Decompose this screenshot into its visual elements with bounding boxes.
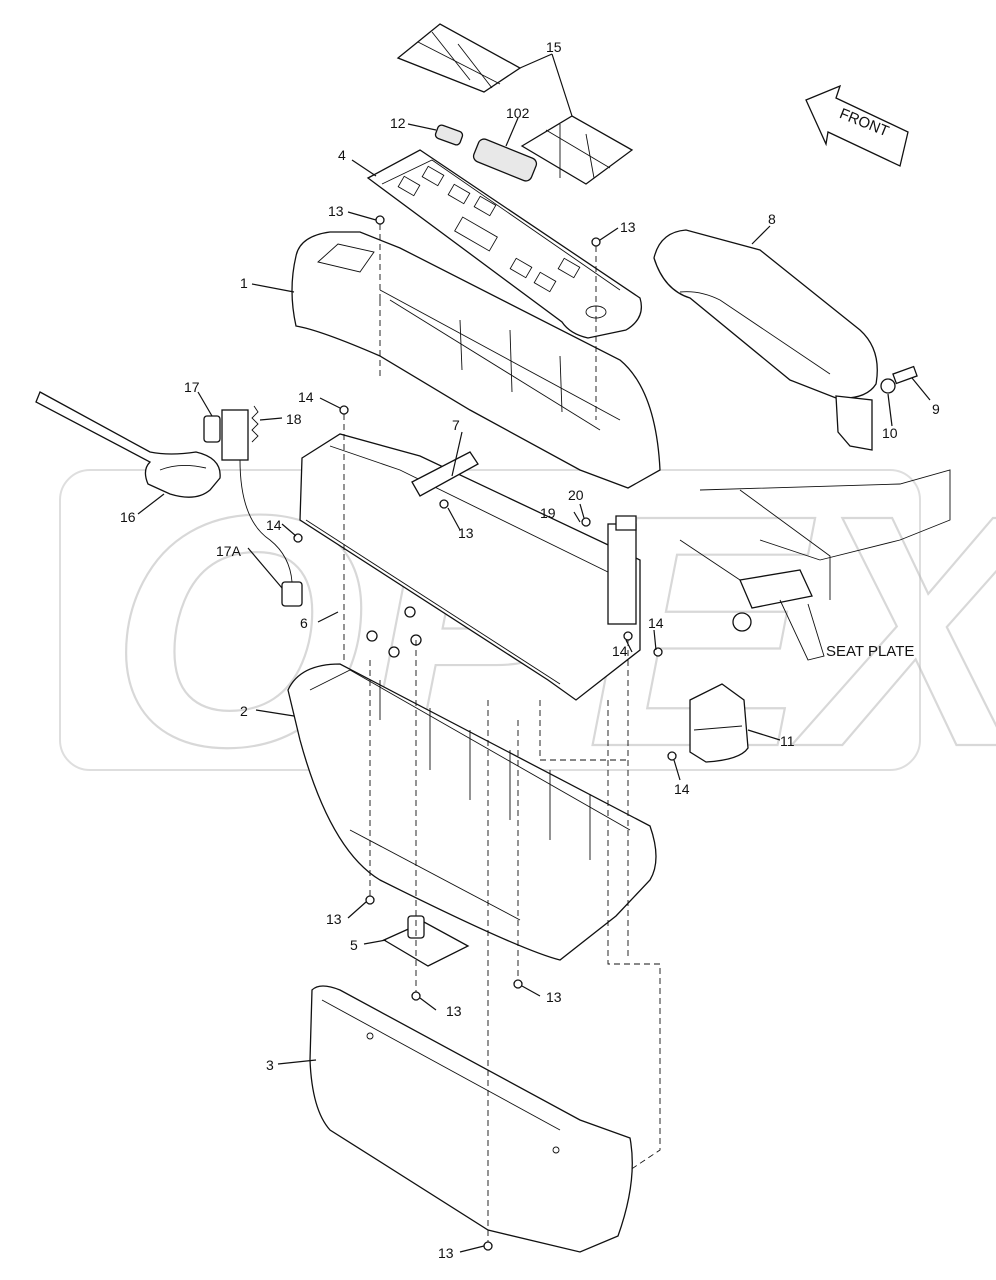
part-4-top-panel <box>366 149 643 339</box>
part-12-switch-cap <box>434 124 464 146</box>
leader-lines <box>137 53 931 1253</box>
callout-13-top-right: 13 <box>620 219 636 235</box>
callout-20: 20 <box>568 487 584 503</box>
part-3-bottom-cover <box>309 985 633 1253</box>
callout-9: 9 <box>932 401 940 417</box>
callout-labels: 15 12 102 4 13 13 1 8 9 10 17 18 14 7 16… <box>120 39 940 1261</box>
callout-7: 7 <box>452 417 460 433</box>
callout-12: 12 <box>390 115 406 131</box>
callout-13-bottom: 13 <box>438 1245 454 1261</box>
callout-102: 102 <box>506 105 530 121</box>
callout-13-top-left: 13 <box>328 203 344 219</box>
callout-13-grommet: 13 <box>446 1003 462 1019</box>
part-2-lower-housing <box>287 663 657 961</box>
part-post <box>607 515 637 625</box>
part-15-keypad-cover-right <box>520 115 634 185</box>
part-11-cover <box>689 683 749 763</box>
callout-14-right-upper: 14 <box>648 615 664 631</box>
part-16-lever <box>35 391 221 498</box>
part-18-spring <box>251 405 259 443</box>
callout-3: 3 <box>266 1057 274 1073</box>
callout-14-left: 14 <box>266 517 282 533</box>
part-6-bracket <box>299 433 641 701</box>
part-9-bolt <box>892 365 918 385</box>
callout-6: 6 <box>300 615 308 631</box>
callout-14-upper: 14 <box>298 389 314 405</box>
callout-14-right-lower: 14 <box>612 643 628 659</box>
callout-13-middle: 13 <box>458 525 474 541</box>
callout-15: 15 <box>546 39 562 55</box>
callout-13-lower-right: 13 <box>546 989 562 1005</box>
assembly-lines <box>343 224 661 1242</box>
callout-10: 10 <box>882 425 898 441</box>
part-7-plate <box>411 451 479 497</box>
callout-1: 1 <box>240 275 248 291</box>
callout-17: 17 <box>184 379 200 395</box>
callout-5: 5 <box>350 937 358 953</box>
part-17-switch <box>203 409 249 461</box>
callout-13-lower-left: 13 <box>326 911 342 927</box>
front-arrow: FRONT <box>805 84 909 167</box>
seat-frame <box>679 469 951 661</box>
part-5-grommet <box>382 915 470 967</box>
part-8-armrest <box>653 229 878 451</box>
part-1-upper-housing <box>291 231 661 489</box>
callout-8: 8 <box>768 211 776 227</box>
callout-4: 4 <box>338 147 346 163</box>
part-102-switch-panel <box>472 138 538 182</box>
seat-plate-label: SEAT PLATE <box>826 643 914 660</box>
callout-16: 16 <box>120 509 136 525</box>
callout-11: 11 <box>780 733 795 749</box>
callout-18: 18 <box>286 411 302 427</box>
callout-17a: 17A <box>216 543 242 559</box>
part-17a-harness <box>239 459 303 607</box>
callout-14-bottom: 14 <box>674 781 690 797</box>
callout-19: 19 <box>540 505 556 521</box>
part-15-keypad-cover-left <box>396 23 522 93</box>
part-10-washer <box>880 378 896 394</box>
callout-2: 2 <box>240 703 248 719</box>
